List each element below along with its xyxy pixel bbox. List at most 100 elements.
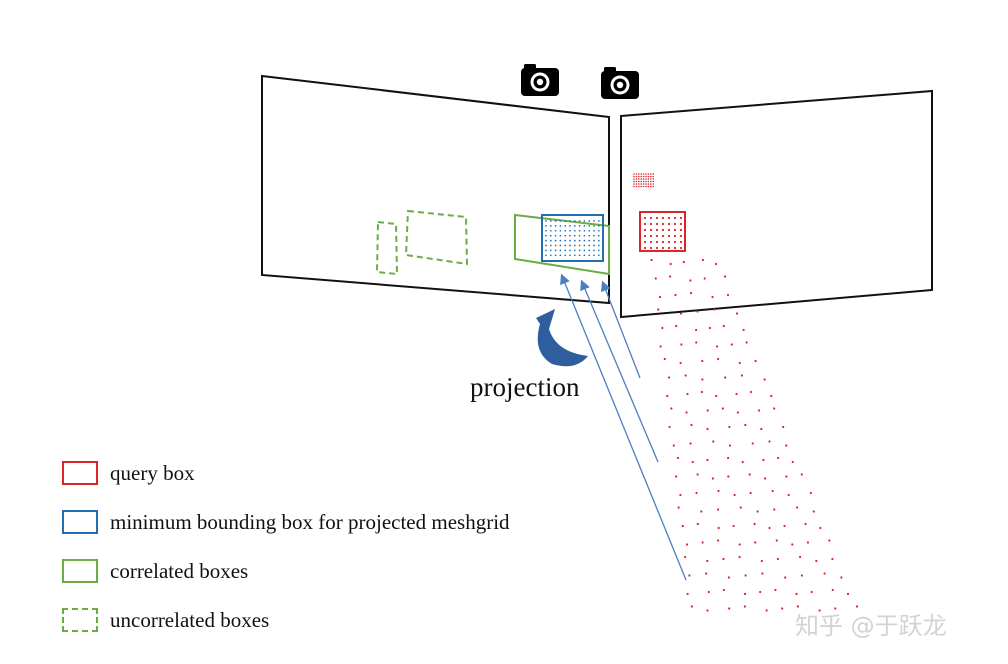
grid-point [661,222,665,226]
cloud-point [682,260,685,264]
grid-point [647,180,650,183]
grid-point [679,240,683,244]
grid-point [649,246,653,250]
projection-ray [600,280,641,379]
mesh-point [559,239,562,242]
cloud-point [742,328,745,332]
cloud-point [717,539,720,542]
uncorrelated-box [404,209,469,266]
cloud-point [823,572,826,575]
mesh-point [578,249,581,252]
cloud-point [828,539,831,542]
mesh-point [569,254,571,257]
grid-point [638,185,640,188]
mesh-point [578,234,581,237]
grid-point [640,178,642,180]
mesh-point [578,229,581,232]
mesh-point [573,254,576,257]
mesh-point [549,225,552,227]
cloud-point [686,592,689,596]
cloud-point [763,378,766,381]
cloud-point [706,559,709,563]
mesh-point [569,234,571,237]
cloud-point [753,522,756,526]
camera-icon [521,64,559,96]
grid-point [650,185,652,188]
mesh-point [593,229,595,232]
cloud-point [806,541,810,544]
mesh-point [559,229,562,232]
cloud-point [777,456,780,460]
mesh-point [597,239,600,242]
legend-item-bounding-box: minimum bounding box for projected meshg… [62,507,510,537]
grid-point [643,246,647,250]
cloud-point [810,590,813,594]
grid-point [647,175,650,178]
cloud-point [679,493,682,497]
grid-point [661,228,665,232]
mesh-point [569,244,571,247]
grid-point [642,183,645,185]
mesh-point [554,220,557,222]
grid-point [638,175,640,178]
grid-point [652,175,654,178]
cloud-point [740,374,744,377]
cloud-point [846,592,850,596]
mesh-point [597,220,600,222]
cloud-point [703,277,706,280]
cloud-point [696,473,699,476]
cloud-point [706,609,709,612]
cloud-point [799,555,802,559]
grid-point [645,185,647,188]
grid-point [645,173,647,175]
grid-point [655,216,659,220]
cloud-point [715,394,718,398]
mesh-point [597,234,600,237]
cloud-point [819,526,822,530]
grid-point [642,173,645,175]
grid-point [667,222,671,226]
cloud-point [762,458,765,462]
cloud-point [795,592,798,596]
mesh-point [545,220,547,222]
mesh-point [583,229,586,232]
cloud-point [749,491,752,495]
cloud-point [754,541,757,544]
camera-icon [601,67,639,99]
cloud-point [717,508,720,511]
mesh-point [545,249,547,252]
grid-point [640,183,642,185]
cloud-point [707,590,710,594]
legend-label: correlated boxes [110,558,249,583]
grid-point [638,173,640,175]
grid-point [642,185,645,188]
grid-point [649,228,653,232]
cloud-point [679,312,683,315]
mesh-point [559,220,562,222]
mesh-point [578,220,581,222]
cloud-point [706,409,709,412]
mesh-point [593,220,595,222]
grid-point [643,216,647,220]
cloud-point [773,407,776,410]
cloud-point [741,460,744,464]
curved-arrow-icon [536,309,588,367]
mesh-point [545,254,547,257]
cloud-point [751,442,754,445]
cloud-point [708,326,712,330]
cloud-point [690,423,693,427]
grid-point [655,234,659,238]
cloud-point [712,440,715,443]
cloud-point [765,609,768,612]
legend-label: query box [110,460,195,485]
grid-point [649,240,653,244]
grid-point [652,173,654,175]
cloud-point [818,609,821,612]
cloud-point [723,275,727,278]
mesh-point [554,234,557,237]
grid-point [647,183,650,185]
cloud-point [749,390,753,394]
mesh-point [583,234,586,237]
mesh-point [588,229,591,232]
grid-point [638,183,640,185]
